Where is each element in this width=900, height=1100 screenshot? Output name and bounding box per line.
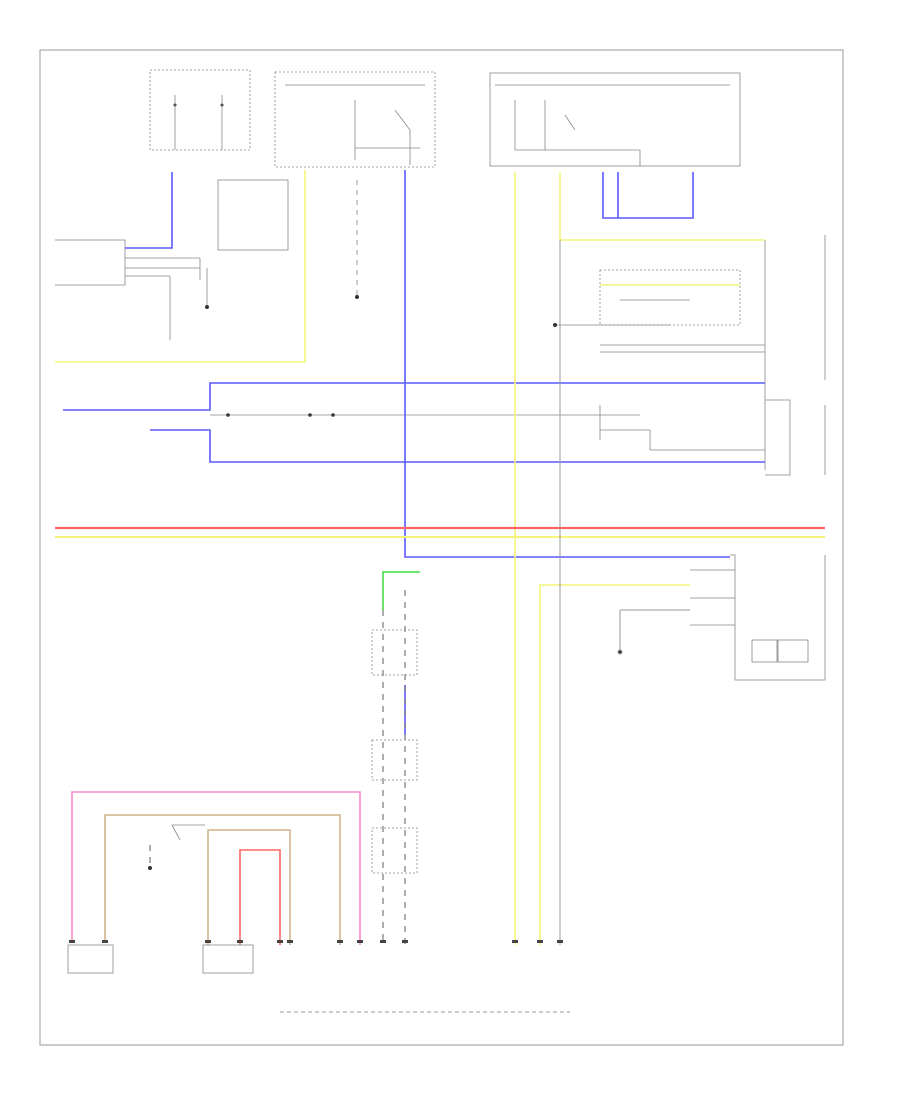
green-wire xyxy=(382,571,420,610)
blue-wires xyxy=(63,170,765,735)
tan-wires xyxy=(104,814,341,945)
left-sensor-connector xyxy=(55,239,209,340)
bottom-relays xyxy=(67,824,254,974)
gray-dashed-columns xyxy=(149,590,406,945)
center-horizontal-wiring xyxy=(210,405,765,451)
center-top-switch-block xyxy=(274,71,436,299)
center-stacked-modules xyxy=(371,629,418,874)
upper-left-sensor-block xyxy=(149,69,289,251)
bottom-pin-marks xyxy=(69,940,563,943)
right-sensor-stack xyxy=(553,235,826,476)
pink-wires xyxy=(71,791,361,945)
right-lower-module xyxy=(690,554,826,681)
yellow-wires xyxy=(55,170,825,945)
diagram-frame xyxy=(39,49,844,1046)
top-right-relay-block xyxy=(489,72,741,167)
gray-wires xyxy=(559,240,690,945)
